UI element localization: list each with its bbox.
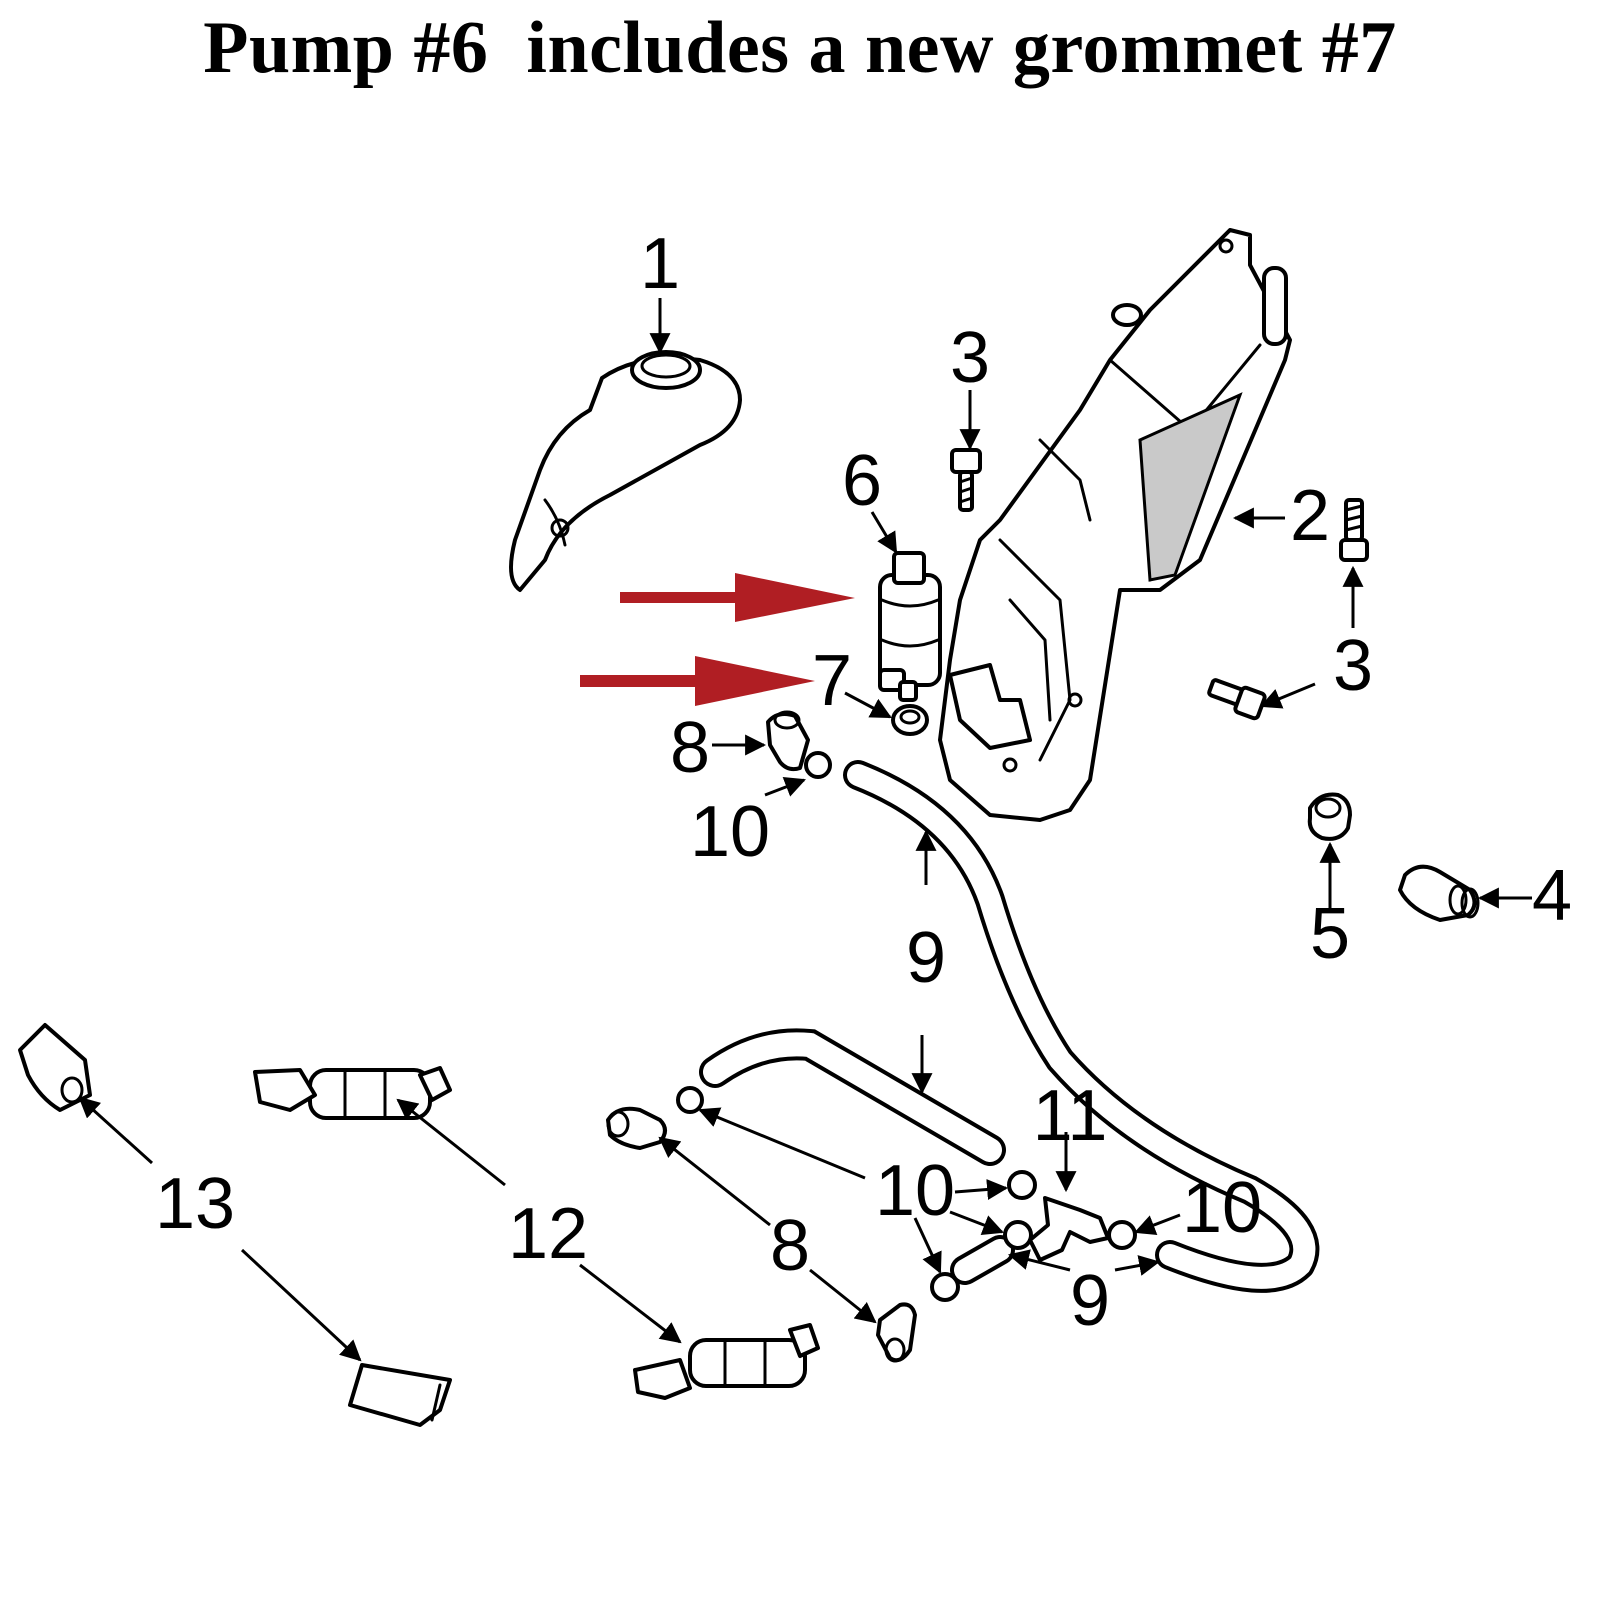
part-12-nozzle-upper bbox=[253, 1066, 452, 1120]
part-8-elbow-lower bbox=[876, 1302, 917, 1363]
part-6-washer-pump bbox=[878, 551, 942, 702]
callout-8-upper: 8 bbox=[670, 708, 710, 788]
part-10-clamps bbox=[676, 751, 1137, 1302]
callout-13: 13 bbox=[155, 1164, 235, 1244]
part-13-cover-lower bbox=[348, 1363, 452, 1427]
callout-9-lower: 9 bbox=[1070, 1261, 1110, 1341]
part-2-washer-reservoir bbox=[938, 228, 1292, 822]
callout-12: 12 bbox=[508, 1194, 588, 1274]
highlight-arrows bbox=[580, 573, 855, 706]
callout-1: 1 bbox=[640, 224, 680, 304]
red-arrow-grommet bbox=[580, 656, 815, 706]
part-9-hose-piece bbox=[950, 1235, 1015, 1285]
part-5-grommet bbox=[1307, 792, 1352, 841]
leader-lines bbox=[78, 298, 1532, 1362]
callout-2: 2 bbox=[1290, 476, 1330, 556]
part-3-bolt-lower bbox=[1207, 678, 1267, 721]
callout-10-right: 10 bbox=[1182, 1168, 1262, 1248]
part-4-connector bbox=[1398, 864, 1480, 922]
part-12-nozzle-lower bbox=[633, 1323, 820, 1400]
callout-3-right: 3 bbox=[1333, 626, 1373, 706]
part-13-cover-upper bbox=[18, 1023, 92, 1112]
callout-labels: 1 2 3 3 3 4 5 6 7 8 8 9 9 9 10 10 10 10 … bbox=[155, 224, 1572, 1341]
callout-9-upper: 9 bbox=[906, 918, 946, 998]
red-arrow-pump bbox=[620, 573, 855, 622]
part-3-bolt-right bbox=[1339, 498, 1369, 562]
callout-11: 11 bbox=[1033, 1076, 1108, 1156]
part-9-hose-long bbox=[843, 760, 1320, 1293]
page-title: Pump #6 includes a new grommet #7 bbox=[203, 7, 1397, 89]
callout-10-upper: 10 bbox=[690, 792, 770, 872]
part-8-elbow-mid bbox=[606, 1106, 667, 1150]
part-8-elbow-upper bbox=[766, 710, 810, 772]
callout-8-lower: 8 bbox=[770, 1206, 810, 1286]
part-1-filler-neck bbox=[509, 350, 742, 592]
callout-10-mid: 10 bbox=[875, 1151, 955, 1231]
part-9-hose-short bbox=[699, 1028, 1006, 1166]
callout-7: 7 bbox=[812, 641, 852, 721]
callout-5: 5 bbox=[1310, 894, 1350, 974]
part-11-tee-connector bbox=[1028, 1196, 1110, 1262]
part-7-grommet bbox=[891, 704, 929, 736]
callout-3-top: 3 bbox=[950, 318, 990, 398]
callout-4: 4 bbox=[1532, 856, 1572, 936]
callout-6: 6 bbox=[842, 441, 882, 521]
part-3-bolt-top bbox=[950, 448, 982, 512]
